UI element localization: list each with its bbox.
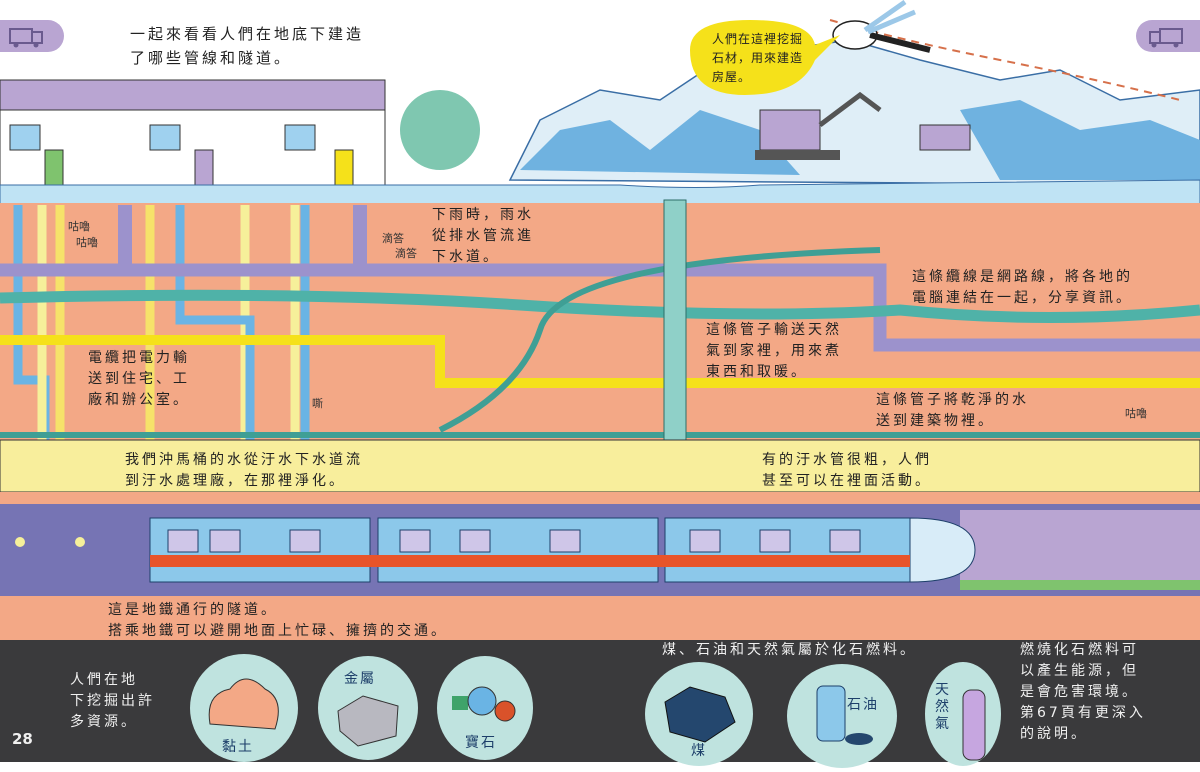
quarry-mountains — [508, 19, 1200, 186]
resources-intro: 人們在地 下挖掘出許 多資源。 — [70, 670, 155, 733]
page-number: 28 — [12, 730, 33, 748]
annotation-line: 氣到家裡，用來煮 — [706, 343, 842, 359]
warning-line: 第67頁有更深入 — [1020, 705, 1146, 721]
truck-tab-right — [1136, 20, 1200, 52]
truck-icon — [9, 28, 43, 48]
annotation-line: 下雨時，雨水 — [432, 207, 534, 223]
oil-barrel-icon — [816, 685, 873, 745]
water-annotation: 這條管子將乾淨的水 送到建築物裡。 — [876, 390, 1029, 432]
warning-line: 以產生能源，但 — [1020, 663, 1139, 679]
sewer-pipe — [0, 439, 1200, 493]
speech-bubble — [690, 20, 840, 95]
annotation-line: 廠和辦公室。 — [88, 392, 190, 408]
annotation-line: 到汙水處理廠，在那裡淨化。 — [125, 473, 346, 489]
sound-effect: 咕嚕 — [76, 236, 98, 249]
annotation-line: 有的汙水管很粗，人們 — [762, 452, 932, 468]
resources-band: 人們在地 下挖掘出許 多資源。 28 黏土 金屬 寶石 煤、石油和天然氣屬於化石… — [0, 640, 1200, 768]
speech-bubble-text: 人們在這裡挖掘 石材，用來建造 房屋。 — [712, 30, 803, 87]
intro-line: 多資源。 — [70, 714, 138, 730]
intro-line: 了哪些管線和隧道。 — [130, 49, 293, 67]
annotation-line: 下水道。 — [432, 249, 500, 265]
coal-label: 煤 — [691, 743, 707, 759]
row-houses — [0, 79, 480, 186]
underground-scene — [0, 0, 1200, 640]
rain-annotation: 下雨時，雨水 從排水管流進 下水道。 — [432, 205, 534, 268]
sound-effect: 咕嚕 — [1125, 407, 1147, 420]
network-annotation: 這條纜線是網路線，將各地的 電腦連結在一起，分享資訊。 — [912, 267, 1133, 309]
power-annotation: 電纜把電力輸 送到住宅、工 廠和辦公室。 — [88, 348, 190, 411]
annotation-line: 電腦連結在一起，分享資訊。 — [912, 290, 1133, 306]
fossil-fuels-title: 煤、石油和天然氣屬於化石燃料。 — [662, 642, 917, 658]
truck-icon — [1149, 28, 1183, 48]
clay-label: 黏土 — [222, 739, 254, 755]
yellow-pipe — [0, 335, 1200, 388]
gas-circle: 天然氣 — [925, 662, 1001, 766]
gas-annotation: 這條管子輸送天然 氣到家裡，用來煮 東西和取暖。 — [706, 320, 842, 383]
fossil-fuel-warning: 燃燒化石燃料可 以產生能源，但 是會危害環境。 第67頁有更深入 的說明。 — [1020, 640, 1146, 745]
gas-label: 天然氣 — [935, 682, 951, 732]
intro-text: 一起來看看人們在地底下建造 了哪些管線和隧道。 — [130, 22, 364, 70]
annotation-line: 這條管子輸送天然 — [706, 322, 842, 338]
metal-circle: 金屬 — [318, 656, 418, 760]
gems-icon — [452, 686, 516, 722]
annotation-line: 這條管子將乾淨的水 — [876, 392, 1029, 408]
bubble-line: 房屋。 — [712, 70, 752, 84]
sound-effect: 咕嚕 — [68, 220, 90, 233]
gems-circle: 寶石 — [437, 656, 533, 760]
truck-tab-left — [0, 20, 64, 52]
bubble-line: 石材，用來建造 — [712, 51, 804, 65]
oil-circle: 石油 — [787, 664, 897, 768]
annotation-line: 這條纜線是網路線，將各地的 — [912, 269, 1133, 285]
sewer-annotation: 我們沖馬桶的水從汙水下水道流 到汙水處理廠，在那裡淨化。 — [125, 450, 363, 492]
metal-icon — [337, 695, 399, 747]
annotation-line: 電纜把電力輸 — [88, 350, 190, 366]
warning-line: 是會危害環境。 — [1020, 684, 1139, 700]
metal-label: 金屬 — [344, 671, 376, 687]
intro-line: 人們在地 — [70, 672, 138, 688]
annotation-line: 從排水管流進 — [432, 228, 534, 244]
clay-icon — [208, 678, 279, 730]
sound-effect: 嘶 — [312, 397, 323, 410]
sound-effect: 滴答 — [395, 247, 417, 260]
bubble-line: 人們在這裡挖掘 — [712, 32, 804, 46]
clay-circle: 黏土 — [190, 654, 298, 762]
sound-effect: 滴答 — [382, 232, 404, 245]
dragonfly-illustration — [832, 0, 931, 53]
oil-label: 石油 — [847, 697, 879, 713]
annotation-line: 東西和取暖。 — [706, 364, 808, 380]
warning-line: 燃燒化石燃料可 — [1020, 642, 1139, 658]
gas-cylinder-icon — [962, 689, 986, 761]
gems-label: 寶石 — [465, 735, 497, 751]
subway-train — [149, 517, 976, 583]
subway-annotation: 這是地鐵通行的隧道。 搭乘地鐵可以避開地面上忙碌、擁擠的交通。 — [108, 600, 448, 642]
coal-icon — [664, 686, 736, 743]
intro-line: 下挖掘出許 — [70, 693, 155, 709]
annotation-line: 我們沖馬桶的水從汙水下水道流 — [125, 452, 363, 468]
warning-line: 的說明。 — [1020, 726, 1088, 742]
annotation-line: 甚至可以在裡面活動。 — [762, 473, 932, 489]
big-sewer-annotation: 有的汙水管很粗，人們 甚至可以在裡面活動。 — [762, 450, 932, 492]
annotation-line: 這是地鐵通行的隧道。 — [108, 602, 278, 618]
annotation-line: 送到建築物裡。 — [876, 413, 995, 429]
annotation-line: 搭乘地鐵可以避開地面上忙碌、擁擠的交通。 — [108, 623, 448, 639]
coal-circle: 煤 — [645, 662, 753, 766]
intro-line: 一起來看看人們在地底下建造 — [130, 25, 365, 43]
annotation-line: 送到住宅、工 — [88, 371, 190, 387]
